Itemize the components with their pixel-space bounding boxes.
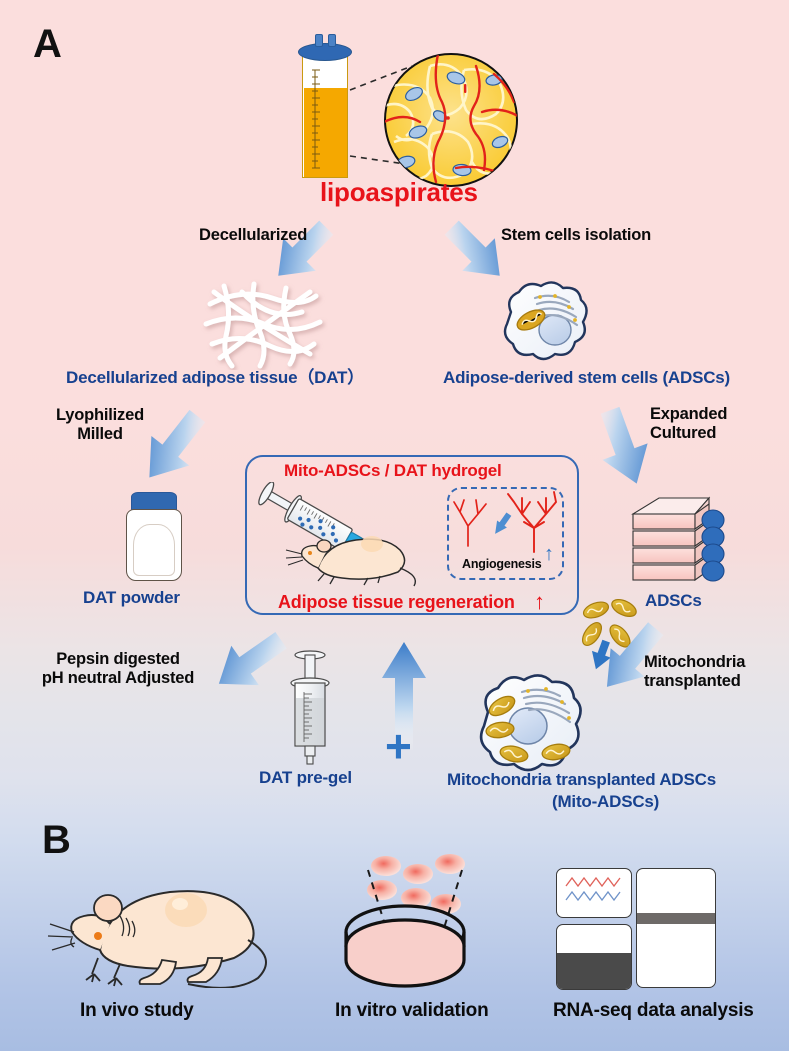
dat-fibrous-mesh-icon: [203, 281, 323, 369]
magnifier-leader-lines: [349, 65, 413, 166]
adipose-regeneration-label: Adipose tissue regeneration: [278, 592, 515, 612]
step-lyophilized-milled-label: Lyophilized Milled: [56, 406, 144, 443]
adscs-flasks-label: ADSCs: [645, 591, 702, 610]
angiogenesis-up-arrow: ↑: [544, 543, 554, 565]
panel-b-letter: B: [42, 818, 71, 862]
step-expanded-cultured-label: Expanded Cultured: [650, 405, 728, 442]
mito-adscs-label-line1: Mitochondria transplanted ADSCs: [447, 770, 716, 789]
step-stem-cells-isolation-label: Stem cells isolation: [501, 226, 652, 244]
panel-b-label-in-vivo: In vivo study: [80, 1000, 194, 1021]
mito-adscs-label-line2: (Mito-ADSCs): [552, 792, 660, 811]
adsc-cell-icon: [503, 281, 588, 361]
arrow-lyophilized-milled: [128, 402, 220, 490]
step-pepsin-digested-label: Pepsin digested pH neutral Adjusted: [41, 650, 195, 687]
arrow-decellularized: [262, 212, 344, 290]
dat-pregel-syringe-icon: [290, 650, 330, 765]
petri-dish-icon: [344, 854, 466, 988]
lipoaspirates-label: lipoaspirates: [320, 177, 478, 207]
arrow-combine-up: [374, 640, 434, 752]
adipose-tissue-magnified-icon: [384, 53, 518, 187]
mouse-icon: [47, 890, 267, 988]
panel-b-label-rna-seq: RNA-seq data analysis: [553, 1000, 754, 1021]
dat-pregel-label: DAT pre-gel: [259, 768, 352, 787]
hydrogel-title-label: Mito-ADSCs / DAT hydrogel: [284, 461, 502, 480]
step-mitochondria-transplanted-label: Mitochondria transplanted: [644, 653, 746, 690]
rna-seq-right-card: [636, 868, 716, 988]
step-decellularized-label: Decellularized: [199, 226, 308, 244]
syringe-injection-mouse-icon: [258, 482, 417, 587]
hydrogel-summary-box: [245, 455, 579, 615]
rna-seq-bottom-left-card: [556, 924, 632, 990]
angiogenesis-label: Angiogenesis: [462, 557, 542, 571]
dat-powder-label: DAT powder: [83, 588, 180, 607]
panel-a-letter: A: [33, 22, 62, 66]
dat-powder-bottle-icon: [118, 492, 190, 582]
adscs-cell-label: Adipose-derived stem cells (ADSCs): [443, 368, 731, 387]
arrow-pepsin-digested: [195, 618, 305, 706]
adipose-regeneration-up-arrow: ↑: [534, 589, 545, 614]
mito-adsc-cell-icon: [479, 674, 582, 772]
rna-seq-gray-bar: [637, 913, 715, 924]
plus-symbol: +: [385, 720, 412, 772]
angiogenesis-vessels-icon: [453, 491, 557, 553]
panel-b-label-in-vitro: In vitro validation: [335, 1000, 489, 1021]
arrow-expanded-cultured: [577, 402, 669, 490]
adscs-flask-stack-icon: [625, 492, 735, 588]
free-mitochondria-icon: [581, 599, 637, 670]
arrow-stem-cells-isolation: [434, 212, 516, 290]
dat-label: Decellularized adipose tissue（DAT）: [66, 368, 365, 387]
lipoaspirate-tube-icon: [295, 32, 355, 182]
rna-seq-icon: [556, 868, 716, 990]
arrow-mitochondria-transplanted: [582, 612, 682, 702]
rna-seq-top-left-card: [556, 868, 632, 918]
angiogenesis-box: [447, 487, 564, 580]
